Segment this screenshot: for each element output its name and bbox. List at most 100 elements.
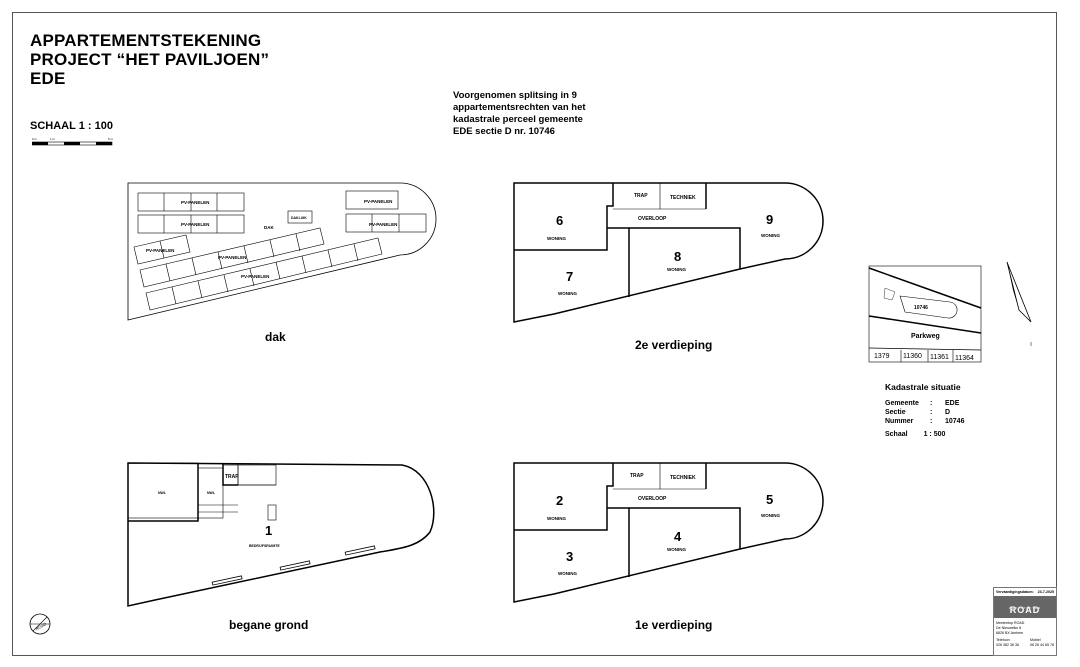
ground-floor-plan [127, 462, 435, 607]
dak-label: DAK [264, 225, 274, 230]
parcel-number: 10746 [914, 305, 928, 311]
unit-number: 7 [566, 269, 573, 284]
cadastral-key: Sectie [885, 409, 906, 416]
svg-text:5 m: 5 m [108, 137, 114, 141]
drawing-frame [12, 12, 1057, 656]
pv-label: PV-PANELEN [241, 274, 269, 279]
address-line: 6826 BX Arnhem [996, 631, 1024, 635]
techniek-label: TECHNIEK [670, 475, 696, 481]
overloop-label: OVERLOOP [638, 496, 667, 502]
unit-type: WONING [558, 571, 577, 576]
split-description: Voorgenomen splitsing in 9 appartementsr… [453, 90, 586, 138]
plan-label-ground-floor: begane grond [229, 618, 309, 632]
pv-label: PV-PANELEN [218, 255, 246, 260]
logo-subtitle: ARCHITECTEN [1008, 606, 1042, 610]
plan-label-second-floor: 2e verdieping [635, 338, 713, 352]
desc-line-1: Voorgenomen splitsing in 9 [453, 90, 577, 101]
neighbor-parcel: 11364 [955, 355, 974, 362]
title-line-1: APPARTEMENTSTEKENING [30, 31, 262, 50]
titleblock-address: Meetentop ROAD De Nieuwelkn 6 6826 BX Ar… [994, 618, 1056, 636]
svg-text:0 m: 0 m [32, 137, 38, 141]
unit-type: WONING [558, 291, 577, 296]
unit-type: WONING [547, 516, 566, 521]
title-block: Vervaardigingsdatum: 23-7-2025 ARCHITECT… [993, 587, 1057, 656]
cadastral-scale: Schaal 1 : 500 [885, 431, 945, 438]
plan-label-first-floor: 1e verdieping [635, 618, 713, 632]
svg-text:ROAD: ROAD [35, 621, 48, 631]
cadastral-map [868, 265, 982, 363]
phone-label: Telefoon [996, 638, 1010, 642]
trap-label: TRAP [225, 474, 239, 480]
title-line-3: EDE [30, 69, 66, 88]
mobile-value: 06 26 44 65 78 [1030, 643, 1054, 647]
cadastral-scale-value: 1 : 500 [923, 431, 946, 438]
second-floor-plan [513, 182, 824, 323]
phone-value: 026 382 36 36 [996, 643, 1019, 647]
date-label: Vervaardigingsdatum: [996, 590, 1034, 594]
date-value: 23-7-2025 [1037, 590, 1054, 594]
address-line: Meetentop ROAD [996, 621, 1025, 625]
logo-text: ROAD [1009, 605, 1041, 615]
cadastral-value: 10746 [945, 418, 965, 425]
unit-type: WONING [761, 513, 780, 518]
desc-line-4: EDE sectie D nr. 10746 [453, 126, 555, 137]
unit-number: 4 [674, 529, 682, 544]
address-line: De Nieuwelkn 6 [996, 626, 1022, 630]
title-line-2: PROJECT “HET PAVILJOEN” [30, 50, 270, 69]
mobile-label: Mobiel [1030, 638, 1041, 642]
desc-line-3: kadastrale perceel gemeente [453, 114, 583, 125]
unit-number: 6 [556, 213, 563, 228]
road-logo: ARCHITECTEN ROAD [994, 596, 1056, 618]
pv-label: PV-PANELEN [181, 200, 209, 205]
cadastral-title: Kadastrale situatie [885, 382, 961, 392]
techniek-label: TECHNIEK [670, 195, 696, 201]
scale-label: SCHAAL 1 : 100 [30, 120, 113, 132]
unit-type: WONING [547, 236, 566, 241]
pv-label: PV-PANELEN [364, 199, 392, 204]
titleblock-date-row: Vervaardigingsdatum: 23-7-2025 [994, 588, 1056, 596]
unit-number: 3 [566, 549, 573, 564]
room-code: NWL [158, 491, 167, 495]
cadastral-key: Nummer [885, 418, 914, 425]
svg-text:1 m: 1 m [50, 137, 56, 141]
pv-label: PV-PANELEN [146, 248, 174, 253]
plan-label-dak: dak [265, 330, 286, 344]
cadastral-table: Gemeente:EDE Sectie:D Nummer:10746 [885, 399, 964, 426]
cadastral-key: Gemeente [885, 400, 919, 407]
scale-bar: 0 m 1 m 5 m [32, 137, 114, 146]
unit-number: 8 [674, 249, 681, 264]
neighbor-parcel: 1379 [874, 353, 890, 360]
cadastral-value: D [945, 409, 951, 416]
titleblock-contact: Telefoon 026 382 36 36 Mobiel 06 26 44 6… [994, 636, 1056, 650]
cadastral-row: Gemeente:EDE [885, 400, 960, 407]
north-arrow-icon [1006, 261, 1032, 346]
street-name: Parkweg [911, 333, 940, 340]
desc-line-2: appartementsrechten van het [453, 102, 586, 113]
overloop-label: OVERLOOP [638, 216, 667, 222]
unit-number: 1 [265, 523, 272, 538]
neighbor-parcel: 11360 [903, 353, 922, 360]
dakluik-label: DAKLUIK [291, 216, 307, 220]
trap-label: TRAP [634, 193, 648, 199]
unit-type: WONING [667, 267, 686, 272]
cadastral-value: EDE [945, 400, 960, 407]
unit-number: 5 [766, 492, 773, 507]
cadastral-row: Sectie:D [885, 409, 951, 416]
unit-number: 2 [556, 493, 563, 508]
trap-label: TRAP [630, 473, 644, 479]
room-code: NWL [207, 491, 216, 495]
unit-number: 9 [766, 212, 773, 227]
unit-type: WONING [667, 547, 686, 552]
unit-type: BEDRIJFSRUIMTE [249, 544, 280, 548]
roof-plan [127, 182, 437, 321]
compass-rose-icon: ROAD [29, 613, 51, 635]
drawing-title: APPARTEMENTSTEKENING PROJECT “HET PAVILJ… [30, 31, 269, 88]
pv-label: PV-PANELEN [181, 222, 209, 227]
neighbor-parcel: 11361 [930, 354, 949, 361]
cadastral-scale-key: Schaal [885, 431, 908, 438]
roof-outline [127, 182, 437, 321]
cadastral-row: Nummer:10746 [885, 418, 965, 425]
first-floor-plan [513, 462, 824, 603]
pv-label: PV-PANELEN [369, 222, 397, 227]
